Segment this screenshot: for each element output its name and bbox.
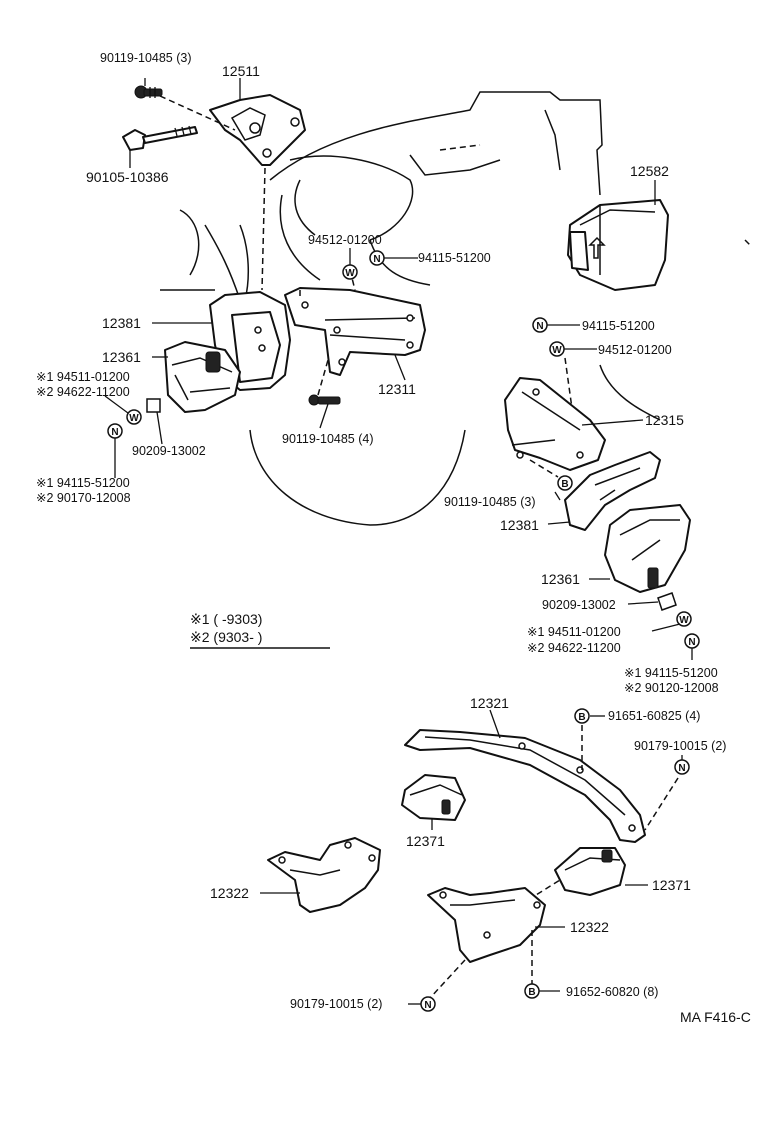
mount-12381-right <box>564 451 661 531</box>
svg-text:W: W <box>345 268 355 279</box>
nut-symbol-90179-right: N <box>674 759 690 775</box>
label-12322-right: 12322 <box>570 919 609 935</box>
label-12582: 12582 <box>630 163 669 179</box>
washer-right-square <box>657 592 677 611</box>
left-note-2b: ※2 90170-12008 <box>36 491 131 505</box>
bracket-12322-right <box>427 887 546 963</box>
dashline-12311-bolt <box>317 359 329 396</box>
svg-text:N: N <box>678 763 685 774</box>
mount-12361-right <box>604 504 691 593</box>
bolt-symbol-91652: B <box>524 983 540 999</box>
dashline-12371-right <box>519 879 561 906</box>
label-12361-right: 12361 <box>541 571 580 587</box>
legend-line-2: ※2 (9303- ) <box>190 629 262 645</box>
bracket-12511 <box>209 94 306 166</box>
svg-text:N: N <box>688 637 695 648</box>
legend-line-1: ※1 ( -9303) <box>190 611 262 627</box>
nut-symbol-left: N <box>107 423 123 439</box>
bracket-12315 <box>504 377 606 471</box>
nut-symbol-right-low: N <box>684 633 700 649</box>
leader-lines <box>104 78 693 1005</box>
label-90179-10015-2-right: 90179-10015 (2) <box>634 739 726 753</box>
bolt-symbol-mid: B <box>557 475 573 491</box>
label-90209-13002-left: 90209-13002 <box>132 444 206 458</box>
label-12311: 12311 <box>378 381 416 397</box>
bolt-90119-10485-4 <box>308 394 341 406</box>
nut-symbol-right: N <box>532 317 548 333</box>
right-note-1b: ※1 94115-51200 <box>624 666 718 680</box>
label-90179-10015-2-bottom: 90179-10015 (2) <box>290 997 382 1011</box>
dashline-top-bolt <box>159 95 236 131</box>
label-91651-60825: 91651-60825 (4) <box>608 709 700 723</box>
right-note-2b: ※2 90120-12008 <box>624 681 719 695</box>
engine-block-outline <box>160 91 751 526</box>
label-94512-01200-top: 94512-01200 <box>308 233 382 247</box>
svg-text:W: W <box>679 615 689 626</box>
dashline-12321-nut <box>644 777 679 831</box>
bolt-symbol-91651: B <box>574 708 590 724</box>
label-90119-10485-4: 90119-10485 (4) <box>282 432 374 446</box>
label-90119-10485-3-top: 90119-10485 (3) <box>100 51 192 65</box>
bolt-90105-10386 <box>122 125 198 151</box>
insulator-12371-right <box>554 847 626 896</box>
legend: ※1 ( -9303) ※2 (9303- ) <box>190 611 330 649</box>
nut-symbol-top: N <box>369 250 385 266</box>
svg-text:B: B <box>528 987 535 998</box>
dashline-bracket-down <box>261 167 266 291</box>
dashline-bolt-mid <box>529 459 559 478</box>
nut-symbol-90179-bottom: N <box>420 996 436 1012</box>
label-12315: 12315 <box>645 412 684 428</box>
label-12371-left: 12371 <box>406 833 445 849</box>
label-94512-01200-right: 94512-01200 <box>598 343 672 357</box>
figure-code: MA F416-C <box>680 1009 751 1025</box>
left-note-2a: ※2 94622-11200 <box>36 385 130 399</box>
label-12381-right: 12381 <box>500 517 539 533</box>
label-12361-left: 12361 <box>102 349 141 365</box>
washer-left <box>146 398 161 413</box>
bracket-12322-left <box>267 837 381 913</box>
right-note-2a: ※2 94622-11200 <box>527 641 621 655</box>
label-12371-right: 12371 <box>652 877 691 893</box>
label-12321: 12321 <box>470 695 509 711</box>
dashline-12322-nut <box>429 959 466 999</box>
label-90119-10485-3-mid: 90119-10485 (3) <box>444 495 536 509</box>
svg-text:N: N <box>536 321 543 332</box>
crossmember-12321 <box>404 729 646 843</box>
svg-text:W: W <box>552 345 562 356</box>
mount-12361-left <box>164 341 241 413</box>
left-note-1a: ※1 94511-01200 <box>36 370 130 384</box>
svg-text:W: W <box>129 413 139 424</box>
label-91652-60820: 91652-60820 (8) <box>566 985 658 999</box>
right-note-1a: ※1 94511-01200 <box>527 625 621 639</box>
insulator-12371-left <box>401 774 466 821</box>
part-12582 <box>567 199 669 291</box>
washer-symbol-right-low: W <box>676 611 692 627</box>
label-12322-left: 12322 <box>210 885 249 901</box>
washer-symbol-top: W <box>342 264 358 280</box>
label-94115-51200-right: 94115-51200 <box>582 319 655 333</box>
svg-text:N: N <box>373 254 380 265</box>
washer-symbol-left: W <box>126 409 142 425</box>
washer-symbol-right: W <box>549 341 565 357</box>
svg-text:B: B <box>578 712 585 723</box>
svg-text:N: N <box>424 1000 431 1011</box>
label-90105-10386: 90105-10386 <box>86 169 169 185</box>
bracket-12311 <box>284 287 426 376</box>
label-12381-left: 12381 <box>102 315 141 331</box>
bolt-90119-10485-top <box>134 85 163 99</box>
label-12511: 12511 <box>222 63 260 79</box>
svg-text:B: B <box>561 479 568 490</box>
label-94115-51200-top: 94115-51200 <box>418 251 491 265</box>
label-90209-13002-right: 90209-13002 <box>542 598 616 612</box>
left-note-1b: ※1 94115-51200 <box>36 476 130 490</box>
svg-text:N: N <box>111 427 118 438</box>
